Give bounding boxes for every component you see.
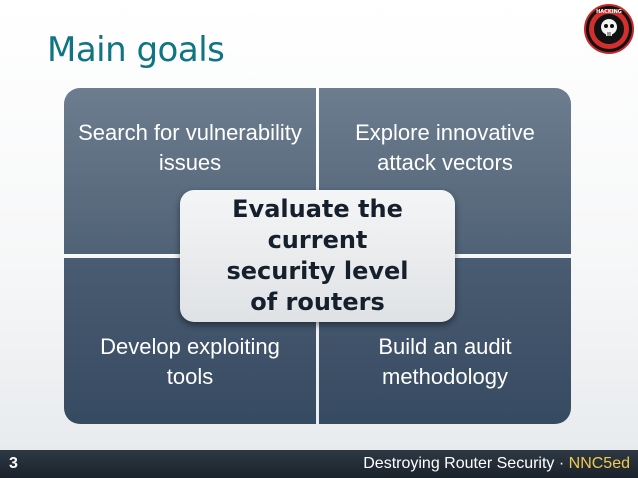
footer-caption: Destroying Router Security · NNC5ed (363, 455, 630, 473)
quadrant-top-right: Explore innovative attack vectors (319, 88, 571, 254)
central-goal-text: Evaluate the current security level of r… (226, 195, 409, 316)
logo-text: HACKING (596, 9, 622, 15)
skull-emblem-icon: HACKING (584, 4, 634, 54)
author-handle: NNC5ed (568, 455, 630, 472)
goal-search-vulnerabilities: Search for vulnerability issues (78, 120, 302, 175)
footer-bar: 3 Destroying Router Security · NNC5ed (0, 450, 638, 478)
slide-title: Main goals (47, 30, 225, 70)
goal-build-methodology: Build an audit methodology (378, 334, 512, 389)
page-number: 3 (9, 455, 18, 472)
logo: HACKING (584, 4, 634, 54)
central-goal-box: Evaluate the current security level of r… (180, 190, 455, 322)
goals-matrix: Search for vulnerability issues Explore … (64, 88, 571, 424)
footer-title: Destroying Router Security · (363, 455, 569, 472)
goal-develop-tools: Develop exploiting tools (100, 334, 280, 389)
goal-explore-attack-vectors: Explore innovative attack vectors (355, 120, 535, 175)
